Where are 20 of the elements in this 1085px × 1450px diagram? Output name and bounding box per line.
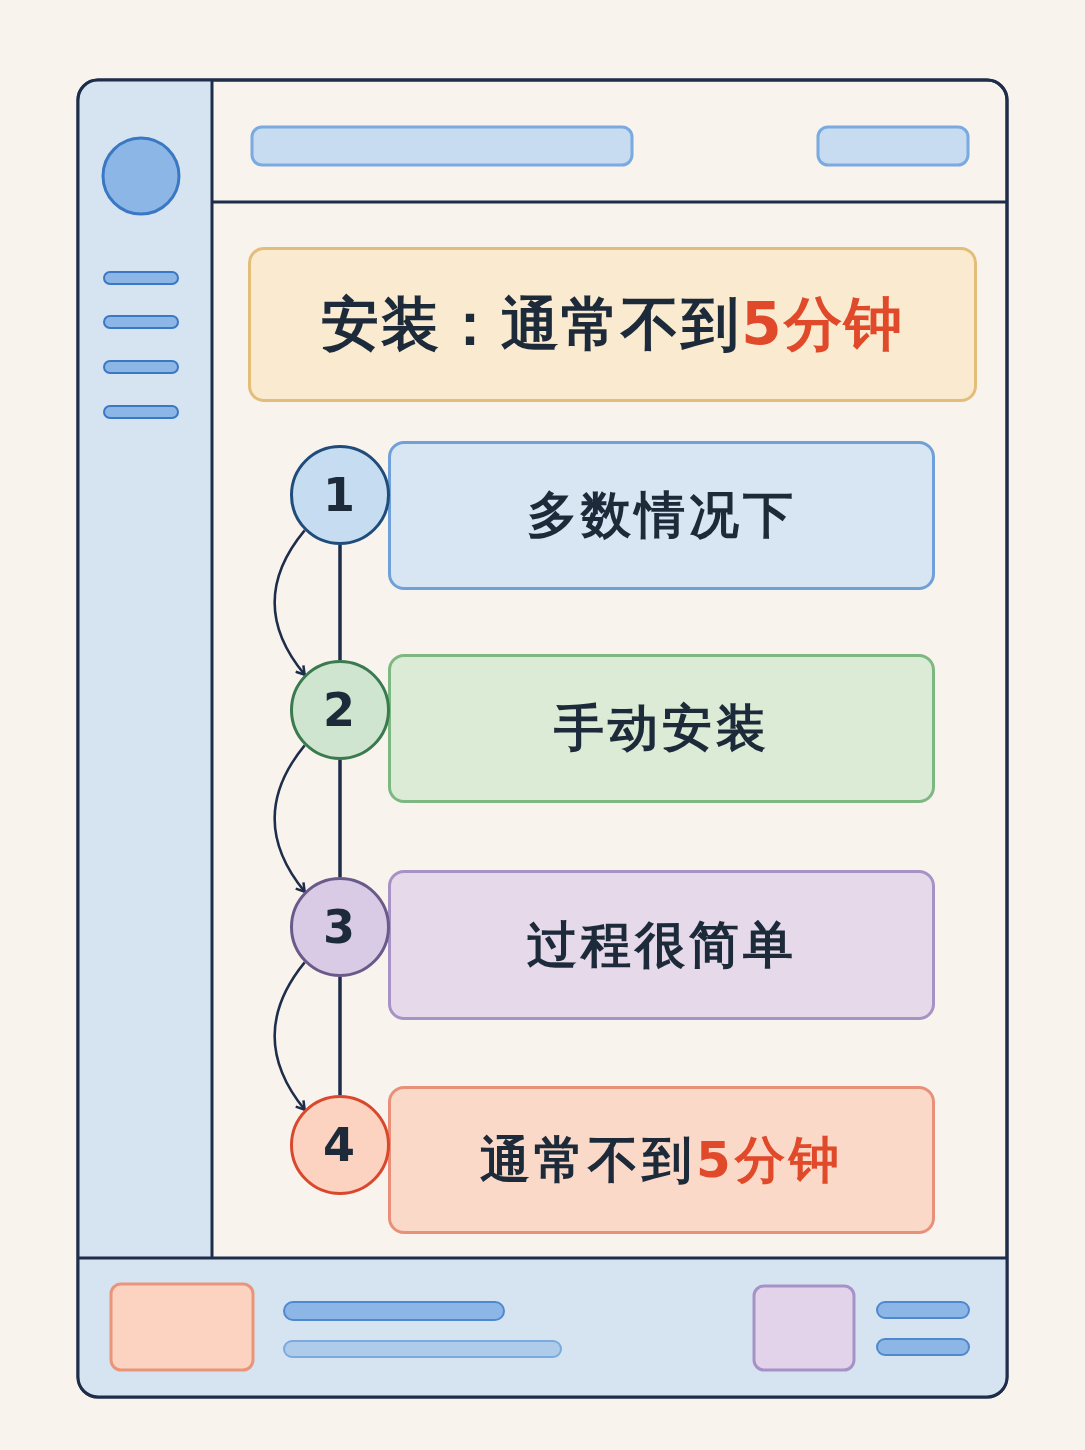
- step-number: 4: [323, 1118, 357, 1172]
- step-label: 手动安装: [553, 698, 770, 759]
- step-box: [388, 870, 935, 1020]
- step-number: 3: [323, 900, 357, 954]
- step-box: [388, 441, 935, 590]
- step-label: 多数情况下: [526, 485, 797, 546]
- title-box: [248, 247, 977, 402]
- step-number: 2: [323, 683, 357, 737]
- step-number: 1: [323, 468, 357, 522]
- step-box: [388, 654, 935, 803]
- step-label: 通常不到5分钟: [480, 1129, 843, 1191]
- connector-line: [338, 977, 342, 1095]
- curved-arrow: [273, 529, 306, 676]
- title-text: 安装：通常不到5分钟: [321, 288, 904, 360]
- connector-line: [338, 760, 342, 877]
- curved-arrow: [273, 744, 306, 893]
- step-box: [388, 1086, 935, 1234]
- curved-arrow: [273, 961, 306, 1111]
- connector-line: [338, 545, 342, 660]
- step-label: 过程很简单: [526, 914, 797, 976]
